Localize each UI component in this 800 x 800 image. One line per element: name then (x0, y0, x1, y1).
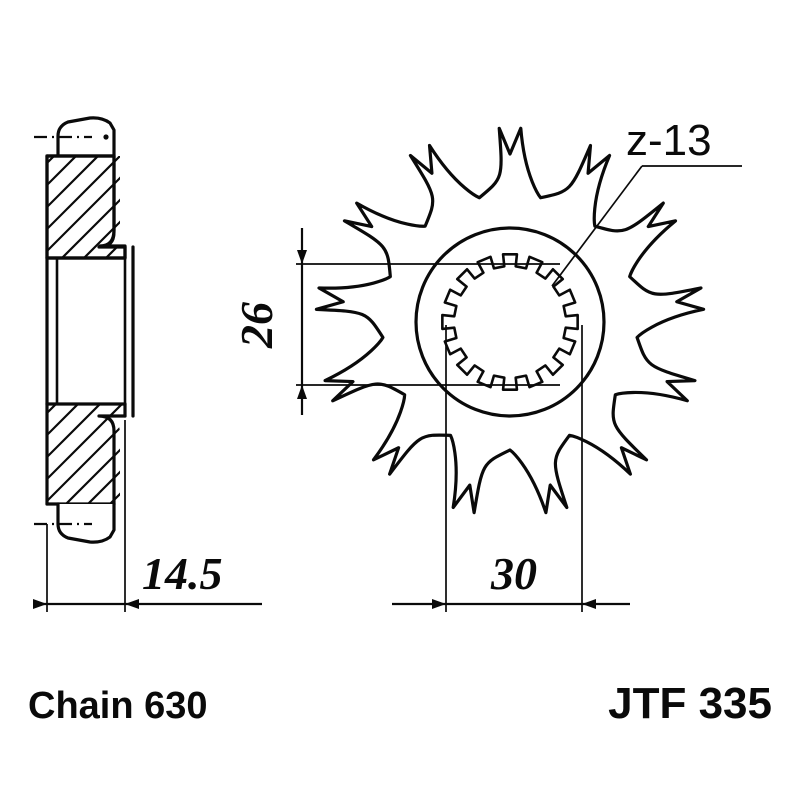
dim-text-tooth-width: 26 (231, 302, 282, 349)
arrow-tooth-top (297, 250, 307, 264)
section-view (34, 116, 135, 544)
arrow-hub-right (582, 599, 596, 609)
dimension-hub: 30 (392, 325, 630, 612)
dimension-tooth-width: 26 (231, 228, 560, 415)
dim-text-hub: 30 (490, 548, 537, 599)
arrow-tooth-bottom (297, 385, 307, 399)
leader-line-diagonal (551, 165, 643, 287)
arrow-hub-left (432, 599, 446, 609)
section-top-profile (45, 154, 127, 249)
teeth-callout: z-13 (551, 116, 742, 287)
part-number-label: JTF 335 (608, 679, 772, 728)
front-view-sprocket (314, 126, 706, 515)
callout-text-teeth: z-13 (626, 116, 712, 165)
section-bottom-profile (97, 414, 127, 506)
sprocket-spline-bore (441, 253, 579, 391)
section-bottom-hatching (47, 404, 125, 504)
arrow-thickness-left (33, 599, 47, 609)
dim-text-thickness: 14.5 (142, 548, 223, 599)
dimension-thickness: 14.5 (33, 420, 262, 612)
chain-label: Chain 630 (28, 685, 208, 727)
section-top-center-dot (103, 134, 109, 140)
arrow-thickness-right (125, 599, 139, 609)
